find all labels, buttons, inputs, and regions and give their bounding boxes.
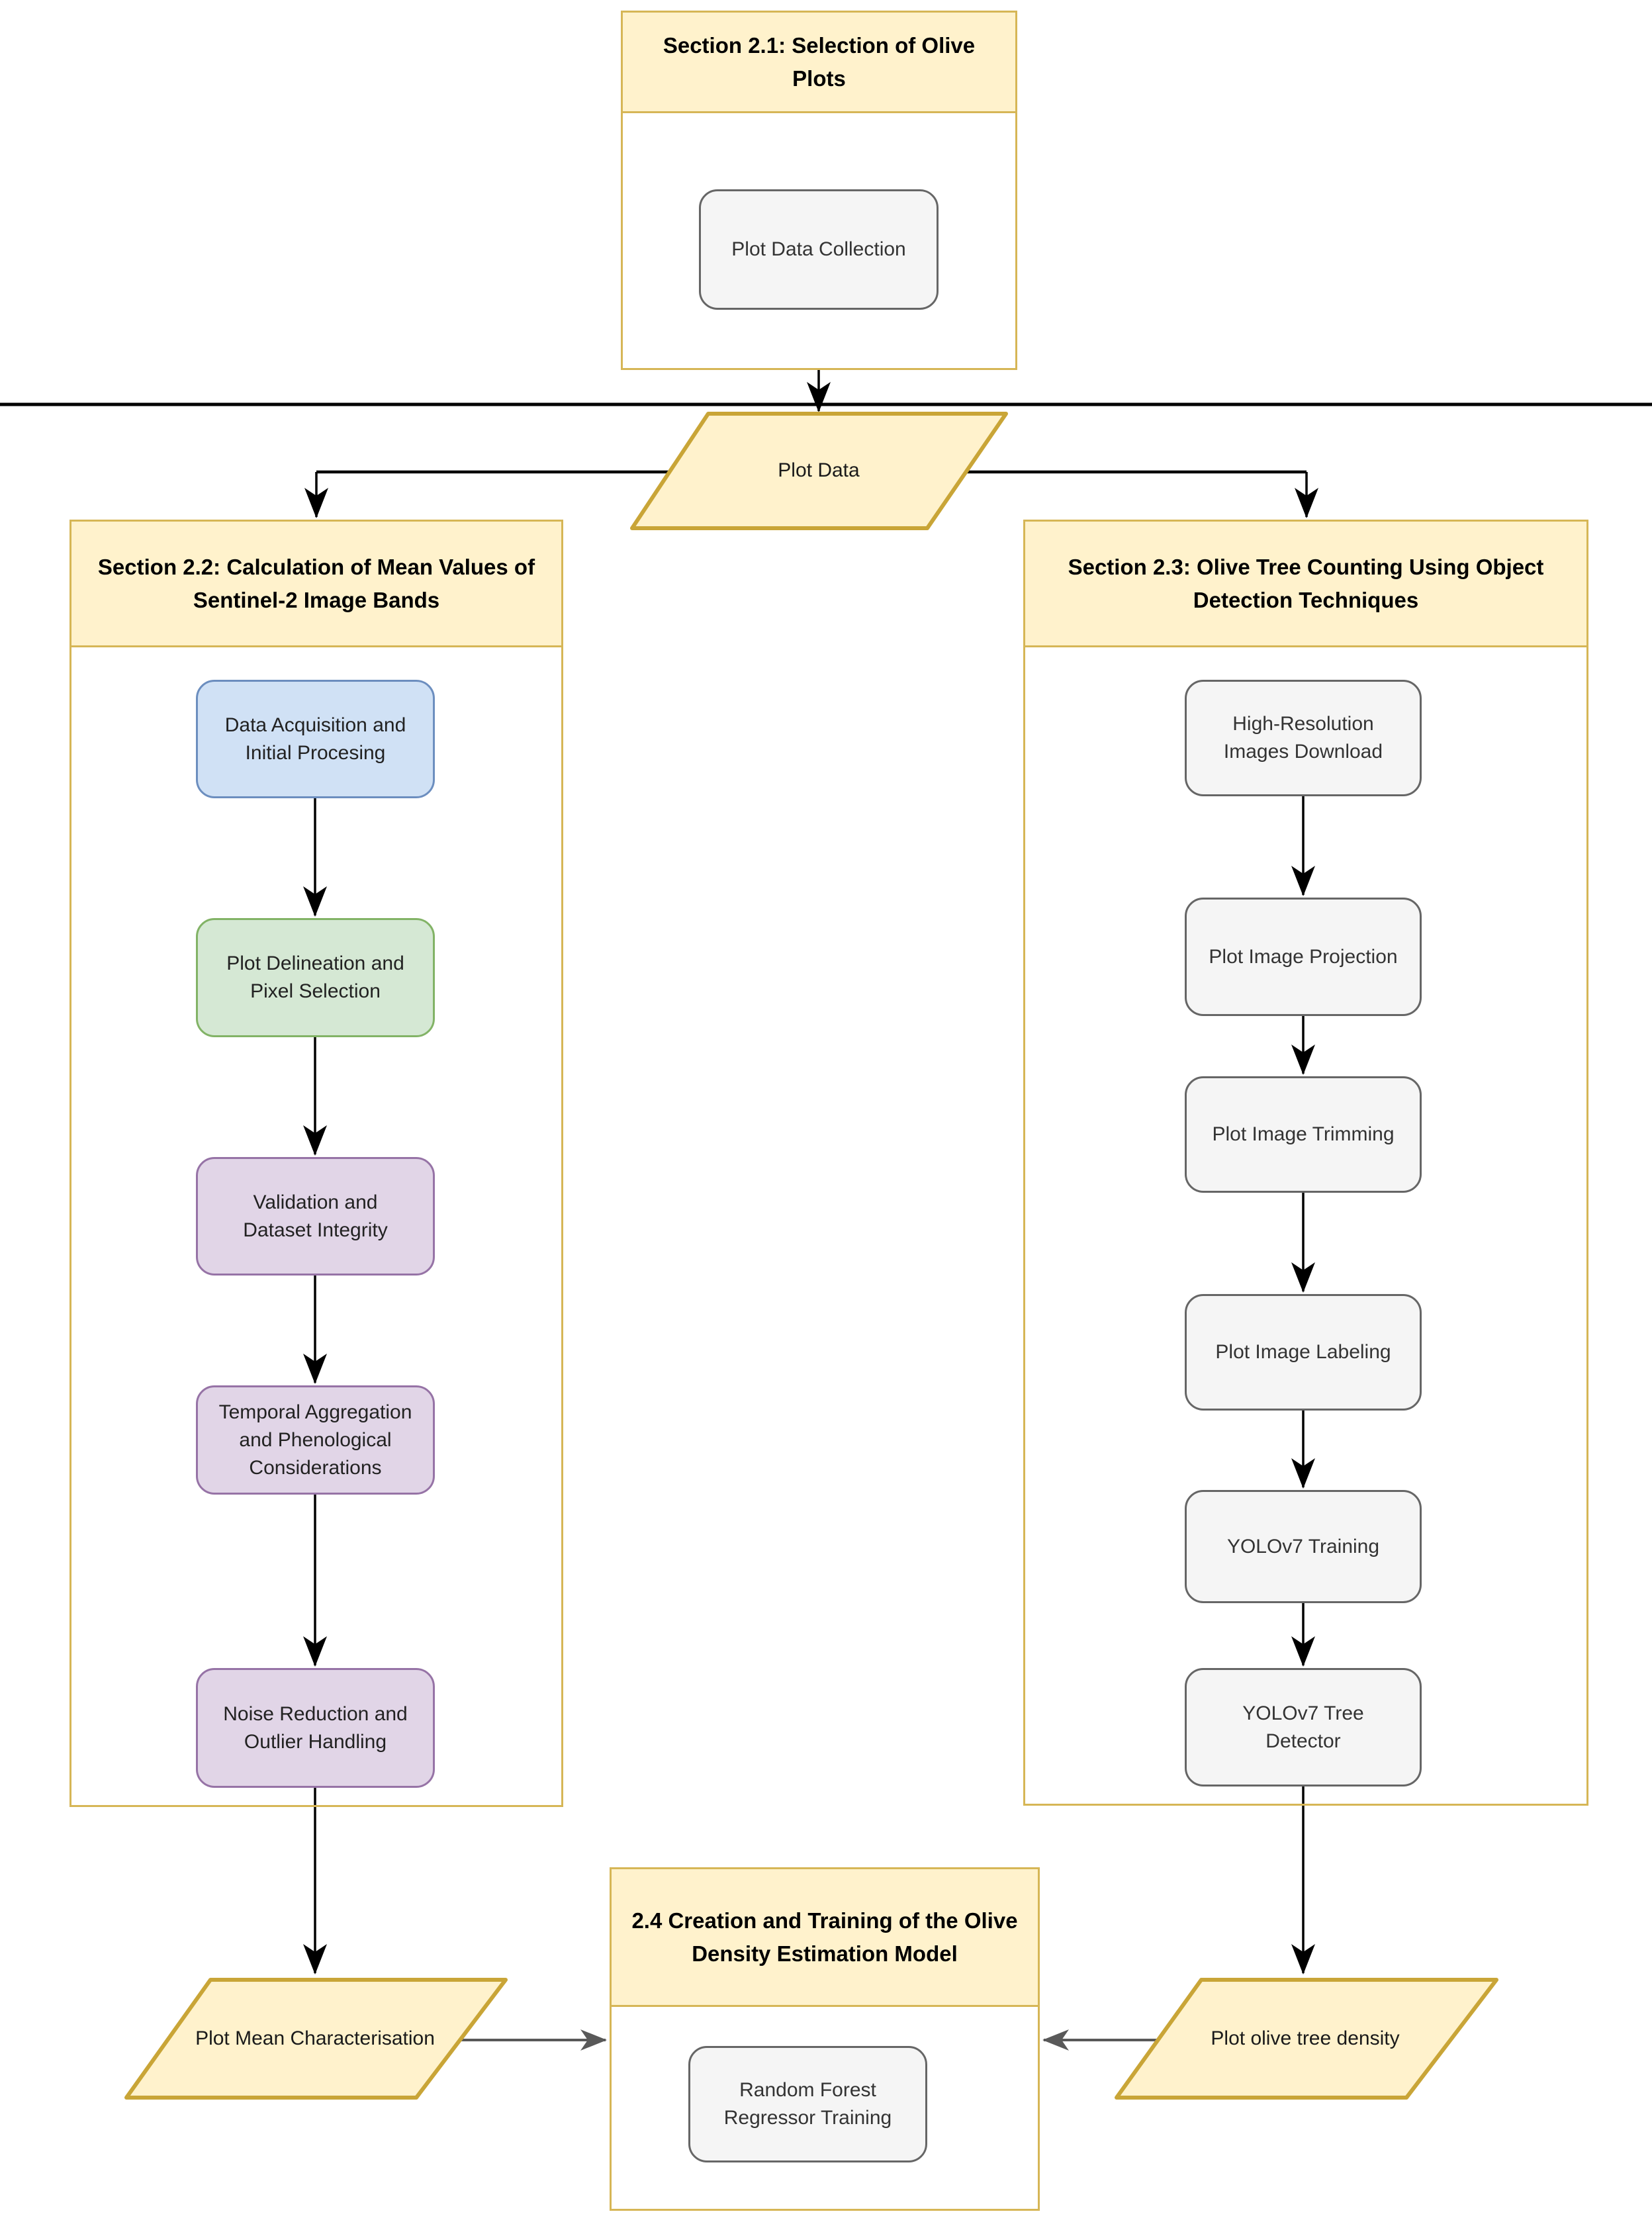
plot-density-label: Plot olive tree density [1211,2027,1400,2049]
plot-data-parallelogram [630,412,1008,530]
plot-mean-parallelogram [124,1978,508,2100]
node-temporal-aggregation: Temporal Aggregation and Phenological Co… [196,1385,435,1495]
node-plot-data-collection: Plot Data Collection [699,189,939,310]
section-2-1-title: Section 2.1: Selection of Olive Plots [663,33,976,91]
plot-mean-label: Plot Mean Characterisation [195,2027,435,2049]
section-2-4-header: 2.4 Creation and Training of the Olive D… [612,1869,1038,2007]
section-2-1-container: Section 2.1: Selection of Olive Plots [621,11,1017,370]
section-2-3-title: Section 2.3: Olive Tree Counting Using O… [1068,555,1544,612]
node-validation: Validation and Dataset Integrity [196,1157,435,1276]
node-plot-delineation: Plot Delineation and Pixel Selection [196,918,435,1037]
section-2-3-header: Section 2.3: Olive Tree Counting Using O… [1025,522,1586,647]
plot-data-label: Plot Data [778,459,860,481]
section-2-3-container: Section 2.3: Olive Tree Counting Using O… [1023,520,1588,1806]
section-2-2-container: Section 2.2: Calculation of Mean Values … [69,520,563,1807]
node-plot-image-trimming: Plot Image Trimming [1185,1076,1422,1193]
section-2-4-container: 2.4 Creation and Training of the Olive D… [610,1867,1040,2211]
node-yolov7-training: YOLOv7 Training [1185,1490,1422,1603]
node-random-forest-training: Random Forest Regressor Training [688,2046,927,2162]
section-2-2-title: Section 2.2: Calculation of Mean Values … [97,555,535,612]
node-plot-image-labeling: Plot Image Labeling [1185,1294,1422,1411]
section-2-2-header: Section 2.2: Calculation of Mean Values … [71,522,561,647]
node-noise-reduction: Noise Reduction and Outlier Handling [196,1668,435,1788]
node-plot-image-projection: Plot Image Projection [1185,898,1422,1016]
section-2-1-header: Section 2.1: Selection of Olive Plots [623,13,1015,113]
node-high-resolution-download: High-Resolution Images Download [1185,680,1422,796]
section-2-4-title: 2.4 Creation and Training of the Olive D… [631,1908,1018,1966]
node-data-acquisition: Data Acquisition and Initial Procesing [196,680,435,798]
plot-density-parallelogram [1115,1978,1498,2100]
node-yolov7-tree-detector: YOLOv7 Tree Detector [1185,1668,1422,1787]
